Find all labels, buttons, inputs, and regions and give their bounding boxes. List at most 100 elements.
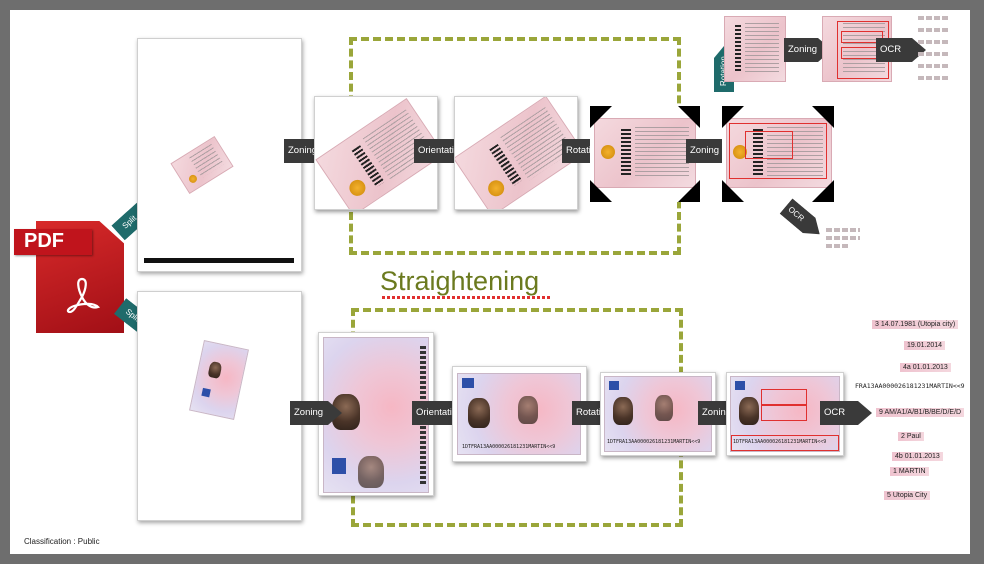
pdf-label: PDF bbox=[24, 230, 64, 252]
pdf-label-band bbox=[14, 229, 92, 255]
ocr-output-small bbox=[826, 228, 866, 250]
split-label-top: Split bbox=[120, 213, 139, 231]
slide: Straightening PDF Split Split Zoning bbox=[10, 10, 970, 554]
id-card-vertical bbox=[323, 337, 429, 493]
ocr-line bbox=[918, 16, 948, 20]
thumb-bottom-oriented: 1DTFRA13AA000026181231MARTIN<<9 bbox=[452, 366, 587, 462]
split-page-bottom bbox=[137, 291, 302, 521]
thumb-bottom-zoned bbox=[318, 332, 434, 496]
card-eu-flag bbox=[332, 458, 346, 474]
arrow-rotation-top-label: Rotation bbox=[566, 145, 602, 156]
arrow-orientation-bottom-label: Orientation bbox=[416, 407, 463, 418]
thumb-bottom-zoned-final: 1DTFRA13AA000026181231MARTIN<<9 bbox=[726, 372, 844, 456]
card-eu-flag bbox=[735, 381, 745, 390]
zone-box bbox=[761, 389, 807, 405]
thumb-upper-rotated bbox=[724, 16, 786, 82]
ocr-line bbox=[918, 40, 948, 44]
card-photo bbox=[613, 397, 633, 425]
corner-tl bbox=[722, 106, 744, 128]
id-card-thumbnail bbox=[189, 340, 249, 420]
arrow-ocr-upper-label: OCR bbox=[880, 44, 902, 55]
arrow-zoning-upper-label: Zoning bbox=[788, 44, 818, 55]
ocr-result-firstname: 2 Paul bbox=[898, 432, 924, 441]
card-text-rows bbox=[635, 127, 689, 177]
ocr-result-date-b: 4b 01.01.2013 bbox=[892, 452, 943, 461]
card-mrz: 1DTFRA13AA000026181231MARTIN<<9 bbox=[607, 439, 701, 445]
corner-br bbox=[812, 180, 834, 202]
arrow-orientation-top-label: Orientation bbox=[418, 145, 465, 156]
corner-tr bbox=[812, 106, 834, 128]
corner-tr bbox=[678, 106, 700, 128]
card-seal bbox=[601, 145, 615, 159]
corner-br bbox=[678, 180, 700, 202]
card-text-rows bbox=[745, 23, 779, 75]
ocr-line bbox=[918, 28, 948, 32]
card-eu-flag bbox=[462, 378, 474, 388]
card-text-rows bbox=[767, 127, 823, 177]
ocr-result-lastname: 1 MARTIN bbox=[890, 467, 929, 476]
thumb-top-oriented bbox=[454, 96, 578, 210]
arrow-rotation-bottom-label: Rotation bbox=[576, 407, 612, 418]
thumb-top-rotated bbox=[590, 106, 700, 202]
zone-box bbox=[841, 31, 883, 43]
card-photo bbox=[655, 395, 673, 421]
ocr-line bbox=[826, 228, 860, 232]
corner-bl bbox=[590, 180, 612, 202]
thumb-top-zoned-final bbox=[722, 106, 834, 202]
card-seal bbox=[485, 177, 508, 200]
card-photo bbox=[207, 360, 223, 380]
zone-box bbox=[729, 123, 827, 179]
card-text-rows bbox=[189, 143, 224, 179]
card-eu-flag bbox=[609, 381, 619, 390]
ocr-line bbox=[918, 64, 948, 68]
ocr-line bbox=[918, 76, 948, 80]
card-seal bbox=[733, 145, 747, 159]
card-photo bbox=[739, 397, 759, 425]
ocr-result-city: 5 Utopia City bbox=[884, 491, 931, 500]
acrobat-logo-icon bbox=[66, 277, 101, 314]
ocr-down-arrow: OCR bbox=[780, 198, 827, 242]
card-photo bbox=[468, 398, 490, 428]
straightening-heading: Straightening bbox=[380, 266, 540, 296]
heading-underline bbox=[382, 296, 550, 299]
card-mrz: 1DTFRA13AA000026181231MARTIN<<9 bbox=[462, 444, 556, 450]
id-card-horizontal: 1DTFRA13AA000026181231MARTIN<<9 bbox=[604, 376, 712, 452]
arrow-zoning-bottom-1-label: Zoning bbox=[294, 407, 324, 418]
id-card-horizontal: 1DTFRA13AA000026181231MARTIN<<9 bbox=[457, 373, 581, 455]
ocr-line bbox=[918, 52, 948, 56]
id-card-thumbnail bbox=[170, 135, 234, 195]
arrow-zoning-top-1-label: Zoning bbox=[288, 145, 318, 156]
card-seal bbox=[187, 173, 199, 185]
thumb-upper-zoned bbox=[822, 16, 892, 82]
card-barcode bbox=[621, 129, 631, 175]
ocr-result-mrz: FRA13AA000026181231MARTIN<<9 bbox=[855, 382, 965, 390]
corner-bl bbox=[722, 180, 744, 202]
zone-box bbox=[745, 131, 793, 159]
ocr-result-categories: 9 AM/A1/A/B1/B/BE/D/E/D bbox=[876, 408, 965, 417]
arrow-zoning-bottom-2-label: Zoning bbox=[702, 407, 732, 418]
card-mrz: 1DTFRA13AA000026181231MARTIN<<9 bbox=[733, 439, 827, 445]
card-barcode bbox=[753, 129, 763, 175]
zone-box bbox=[731, 435, 839, 451]
thumb-bottom-rotated: 1DTFRA13AA000026181231MARTIN<<9 bbox=[600, 372, 716, 456]
card-seal bbox=[346, 176, 369, 200]
arrow-zoning-top-2-label: Zoning bbox=[690, 145, 720, 156]
corner-tl bbox=[590, 106, 612, 128]
split-page-top bbox=[137, 38, 302, 272]
page-bottom-bar bbox=[144, 258, 294, 263]
ocr-result-date-a: 4a 01.01.2013 bbox=[900, 363, 951, 372]
pdf-document-icon[interactable]: PDF bbox=[14, 217, 124, 335]
zone-box bbox=[761, 405, 807, 421]
ocr-down-label: OCR bbox=[786, 204, 806, 224]
card-photo bbox=[518, 396, 538, 424]
id-card-straight bbox=[594, 118, 696, 188]
card-barcode bbox=[735, 25, 741, 73]
id-card-straight bbox=[726, 118, 832, 188]
ocr-result-birth: 3 14.07.1981 (Utopia city) bbox=[872, 320, 959, 329]
card-photo bbox=[358, 456, 384, 488]
card-eu-flag bbox=[201, 387, 211, 398]
id-card-rotated bbox=[455, 97, 577, 209]
ocr-result-issue-date: 19.01.2014 bbox=[904, 341, 946, 350]
ocr-line bbox=[826, 244, 850, 248]
